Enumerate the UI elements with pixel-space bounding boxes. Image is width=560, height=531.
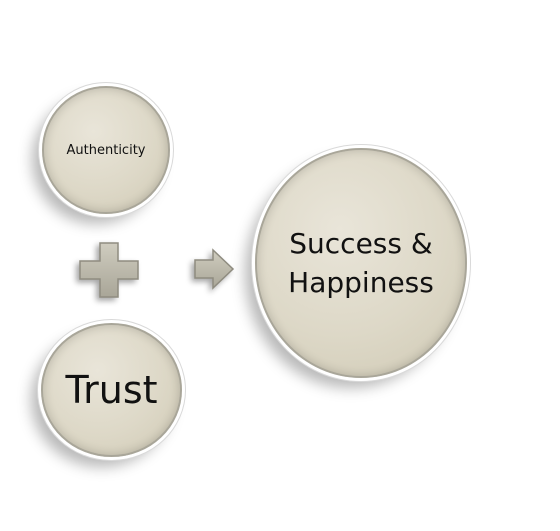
success-happiness-circle: Success & Happiness	[255, 148, 467, 378]
success-happiness-label: Success & Happiness	[288, 224, 434, 302]
trust-label: Trust	[65, 368, 158, 412]
authenticity-label: Authenticity	[66, 142, 146, 158]
success-label-line2: Happiness	[288, 266, 434, 299]
success-label-line1: Success &	[289, 226, 433, 260]
trust-circle: Trust	[41, 323, 182, 457]
authenticity-circle: Authenticity	[42, 86, 170, 214]
plus-icon	[79, 242, 139, 298]
arrow-right-icon	[194, 248, 235, 290]
